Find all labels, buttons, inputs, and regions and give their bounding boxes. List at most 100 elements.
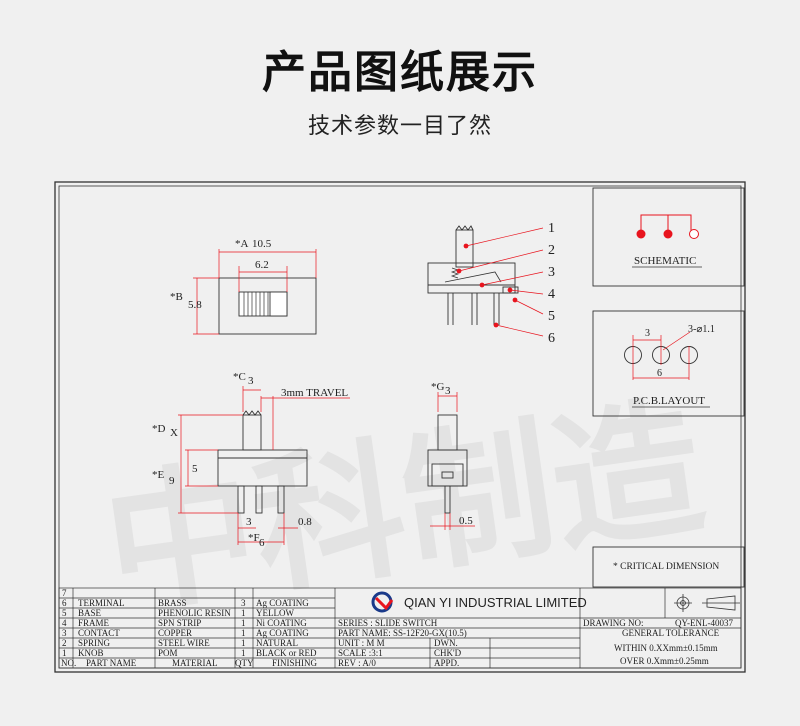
drawing-no-value: QY-ENL-40037 — [675, 618, 733, 628]
schematic-symbol — [636, 214, 699, 239]
bom-no: 5 — [62, 608, 67, 618]
bom-material: BRASS — [158, 598, 187, 608]
pcb-box — [592, 310, 745, 417]
bom-row-1: 1 KNOB POM 1 BLACK or RED — [62, 648, 317, 658]
tolerance-over: OVER 0.Xmm±0.25mm — [620, 656, 709, 666]
bom-head-part: PART NAME — [86, 658, 137, 668]
bom-finish: Ni COATING — [256, 618, 307, 628]
dim-inner-value: 6.2 — [255, 259, 269, 271]
bom-no: 3 — [62, 628, 67, 638]
side-view — [427, 225, 519, 325]
bom-qty: 1 — [241, 608, 246, 618]
drawing-no-label: DRAWING NO: — [583, 618, 644, 628]
dim-d-label: *D — [152, 423, 166, 435]
callout-1: 1 — [548, 221, 555, 236]
projection-symbol — [674, 594, 740, 612]
pcb-label: P.C.B.LAYOUT — [633, 395, 705, 407]
bom-no: 1 — [62, 648, 67, 658]
bom-row-4: 4 FRAME SPN STRIP 1 Ni COATING — [62, 618, 307, 628]
bom-material: POM — [158, 648, 178, 658]
dim-d-value: X — [170, 427, 178, 439]
dim-b-value: 5.8 — [188, 299, 202, 311]
bom-part: BASE — [78, 608, 102, 618]
bom-material: PHENOLIC RESIN — [158, 608, 231, 618]
callout-3: 3 — [548, 265, 555, 280]
dim-b-label: *B — [170, 291, 183, 303]
chkd-label: CHK'D — [434, 648, 462, 658]
bom-row-3: 3 CONTACT COPPER 1 Ag COATING — [62, 628, 309, 638]
bom-part: KNOB — [78, 648, 104, 658]
bom-no: 6 — [62, 598, 67, 608]
schematic-label: SCHEMATIC — [634, 255, 696, 267]
end-view — [427, 414, 468, 514]
tolerance-within: WITHIN 0.XXmm±0.15mm — [614, 643, 718, 653]
dim-e-value: 9 — [169, 475, 175, 487]
top-view — [193, 249, 317, 335]
pcb-span: 6 — [657, 368, 662, 379]
series-text: SERIES : SLIDE SWITCH — [338, 618, 438, 628]
travel-label: 3mm TRAVEL — [281, 387, 348, 399]
dim-pin-pitch: 3 — [246, 516, 252, 528]
bom-qty: 1 — [241, 648, 246, 658]
bom-finish: YELLOW — [256, 608, 294, 618]
pcb-pitch: 3 — [645, 328, 650, 339]
callout-6: 6 — [548, 331, 555, 346]
bom-qty: 1 — [241, 628, 246, 638]
schematic-box — [592, 187, 745, 287]
dim-f-label: *F — [248, 532, 260, 544]
bom-head-qty: QTY — [235, 658, 254, 668]
side-view-dots — [456, 243, 518, 328]
dim-c-value: 3 — [248, 375, 254, 387]
dim-g-value: 3 — [445, 385, 451, 397]
bom-part: TERMINAL — [78, 598, 125, 608]
page-subtitle: 技术参数一目了然 — [307, 114, 492, 139]
company-name: QIAN YI INDUSTRIAL LIMITED — [404, 595, 587, 610]
tolerance-title: GENERAL TOLERANCE — [622, 628, 720, 638]
bom-row7-no: 7 — [62, 588, 67, 598]
title-block-grid — [58, 587, 742, 669]
front-view — [217, 410, 308, 514]
end-view-dims — [430, 392, 475, 530]
bom-finish: Ag COATING — [256, 628, 309, 638]
pcb-dim-lines — [632, 331, 691, 380]
company-logo — [371, 591, 394, 613]
bom-row-5: 5 BASE PHENOLIC RESIN 1 YELLOW — [62, 608, 294, 618]
dim-a-label: *A — [235, 238, 249, 250]
appd-label: APPD. — [434, 658, 459, 668]
bom-finish: Ag COATING — [256, 598, 309, 608]
dim-e-label: *E — [152, 469, 165, 481]
bom-qty: 1 — [241, 618, 246, 628]
bom-part: CONTACT — [78, 628, 120, 638]
bom-head-no: NO. — [61, 658, 76, 668]
page-title: 产品图纸展示 — [262, 47, 538, 98]
bom-head-finish: FINISHING — [272, 658, 318, 668]
bom-part: SPRING — [78, 638, 111, 648]
front-view-dims — [178, 386, 350, 545]
dim-a-value: 10.5 — [252, 238, 272, 250]
critical-box — [592, 546, 745, 588]
bom-qty: 1 — [241, 638, 246, 648]
pcb-hole-size: 3-⌀1.1 — [688, 324, 715, 335]
bom-finish: BLACK or RED — [256, 648, 317, 658]
dim-g-label: *G — [431, 381, 445, 393]
dim-body-height: 5 — [192, 463, 198, 475]
bom-no: 4 — [62, 618, 67, 628]
bom-finish: NATURAL — [256, 638, 298, 648]
callout-5: 5 — [548, 309, 555, 324]
scale-text: SCALE :3:1 — [338, 648, 383, 658]
bom-row-2: 2 SPRING STEEL WIRE 1 NATURAL — [62, 638, 298, 648]
bom-material: SPN STRIP — [158, 618, 201, 628]
bom-head-material: MATERIAL — [172, 658, 218, 668]
rev-text: REV : A/0 — [338, 658, 376, 668]
bom-no: 2 — [62, 638, 67, 648]
callout-4: 4 — [548, 287, 555, 302]
dim-pin-thickness: 0.5 — [459, 515, 473, 527]
part-name-text: PART NAME: SS-12F20-GX(10.5) — [338, 628, 467, 638]
dim-c-label: *C — [233, 371, 246, 383]
outer-border — [54, 181, 746, 673]
bom-material: STEEL WIRE — [158, 638, 210, 648]
critical-note: * CRITICAL DIMENSION — [613, 562, 719, 572]
bom-row-6: 6 TERMINAL BRASS 3 Ag COATING — [62, 598, 309, 608]
dim-pin-width: 0.8 — [298, 516, 312, 528]
